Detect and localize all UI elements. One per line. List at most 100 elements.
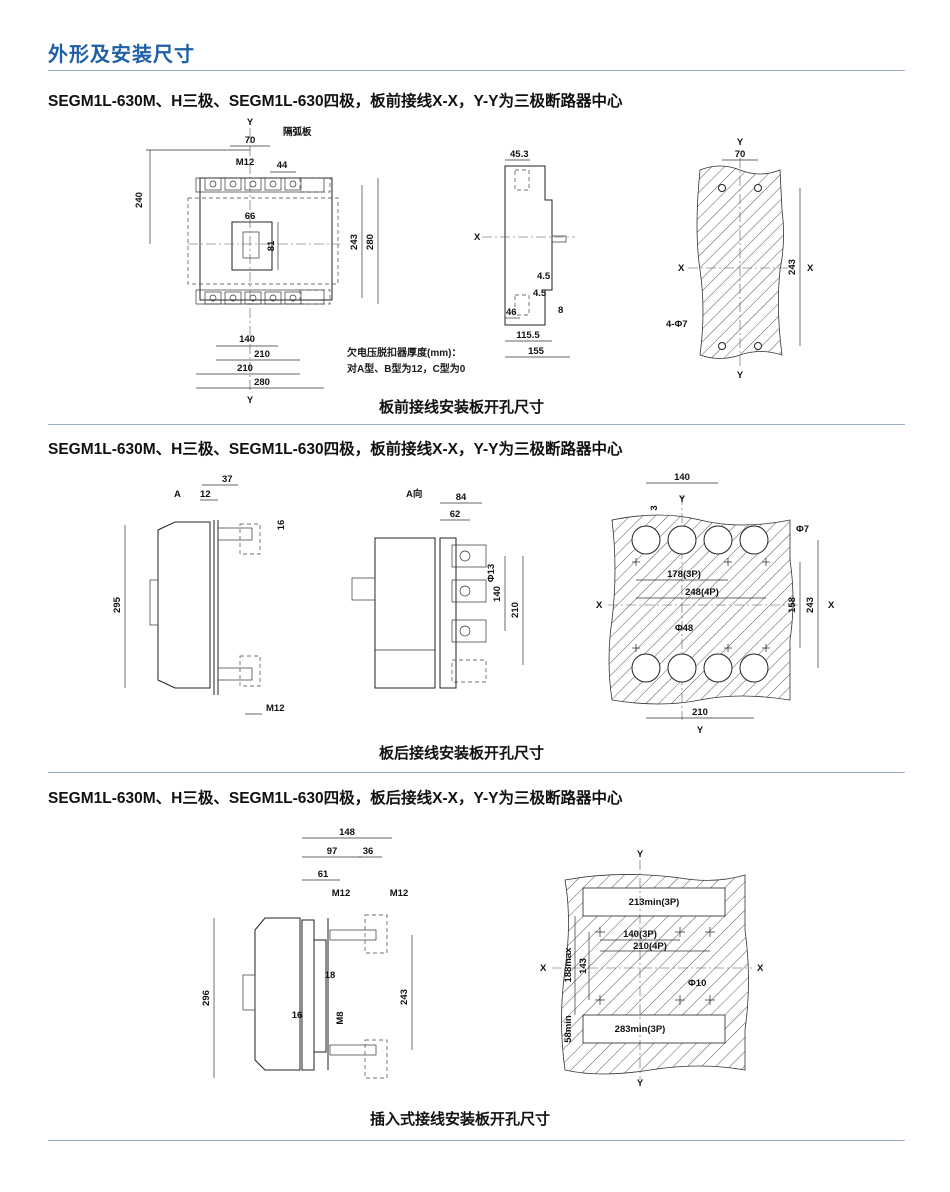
panel-y-top: Y [737,137,744,148]
panel-x-left: X [678,263,685,274]
dim-140: 140 [239,334,255,345]
dim-243: 243 [349,234,360,250]
plug-m12b: M12 [390,888,408,899]
plug-16: 16 [292,1010,303,1021]
rear-16: 16 [276,520,287,531]
plug-m8: M8 [335,1011,346,1024]
cut-phi48: Φ48 [675,623,693,634]
section-2-caption: 板后接线安装板开孔尺寸 [379,745,545,762]
rear-m12: M12 [266,703,284,714]
section-1-caption: 板前接线安装板开孔尺寸 [379,399,545,416]
dim-115-5: 115.5 [516,330,540,341]
dim-4-5b: 4.5 [533,288,547,299]
rear-295: 295 [112,596,123,613]
plug-243: 243 [399,989,410,1005]
plug-18: 18 [325,970,336,981]
plug-148: 148 [339,827,355,838]
dim-8: 8 [558,305,563,316]
cut-178: 178(3P) [667,569,701,580]
dim-4-5a: 4.5 [537,271,551,282]
plug-m12a: M12 [332,888,350,899]
dim-210b: 210 [237,363,253,374]
panel-y-bottom: Y [737,370,744,381]
plug-58: 58min [563,1015,574,1043]
rear-a: A [174,489,181,500]
cut-x-left: X [596,600,603,611]
plug-y-bottom: Y [637,1078,644,1089]
note-line-2: 对A型、B型为12，C型为0 [347,364,466,375]
front-wiring-side-view: X 45.3 4.5 4.5 46 8 115.5 155 [474,149,575,358]
panel-243: 243 [787,259,798,275]
plugin-panel-cutout: Y 213min(3P) 140(3P) 210(4P) X X 188max … [540,849,764,1089]
a-84: 84 [456,492,467,503]
note-line-1: 欠电压脱扣器厚度(mm)： [347,348,462,359]
dim-y-bottom: Y [247,395,254,406]
cut-x-right: X [828,600,835,611]
plug-283: 283min(3P) [615,1024,666,1035]
cut-210: 210 [692,707,708,718]
plug-y-top: Y [637,849,644,860]
plug-97: 97 [327,846,338,857]
plug-36: 36 [363,846,374,857]
dim-155: 155 [528,346,545,357]
panel-x-right: X [807,263,814,274]
dim-280b: 280 [254,377,270,388]
undervoltage-note: 欠电压脱扣器厚度(mm)： 对A型、B型为12，C型为0 [347,346,465,378]
plug-phi10: Φ10 [688,978,706,989]
dim-81: 81 [266,240,277,251]
front-wiring-panel-cutout: Y 70 243 X X 4-Φ7 Y [666,137,814,381]
section-2-heading: SEGM1L-630M、H三极、SEGM1L-630四极，板前接线X-X，Y-Y… [48,441,623,458]
dim-280: 280 [365,234,376,250]
cut-y-bottom: Y [697,725,704,736]
dim-44: 44 [277,160,288,171]
rear-12: 12 [200,489,211,500]
rear-wiring-side-view: 295 A 37 12 16 M12 [112,474,287,715]
dim-66: 66 [245,211,256,222]
cut-phi7: Φ7 [796,524,809,535]
plug-188: 188max [563,947,574,983]
a-phi13: Φ13 [486,564,497,582]
plug-213: 213min(3P) [629,897,680,908]
dim-45-3: 45.3 [510,149,529,160]
label-arc-plate: 隔弧板 [283,126,312,138]
dim-240: 240 [134,192,145,208]
plug-140: 140(3P) [623,929,657,940]
title-divider [48,70,905,71]
rear-37: 37 [222,474,233,485]
cut-158: 158 [787,597,798,613]
front-wiring-front-view: 240 Y 70 M12 44 隔弧板 66 81 243 280 140 21… [134,117,379,406]
panel-holes: 4-Φ7 [666,319,688,330]
section-2-divider [48,772,905,773]
rear-wiring-panel-cutout: 140 3 Y Φ7 178(3P) 248(4P) 158 243 X X Φ… [596,472,835,736]
cut-y-top: Y [679,494,686,505]
section-1-heading: SEGM1L-630M、H三极、SEGM1L-630四极，板前接线X-X，Y-Y… [48,93,623,110]
plug-61: 61 [318,869,329,880]
plug-143: 143 [578,958,589,974]
dim-70: 70 [245,135,256,146]
plugin-side-view: 296 148 97 36 61 M12 M12 18 243 16 M8 [201,827,413,1079]
plug-296: 296 [201,990,212,1006]
dim-m12: M12 [236,157,254,168]
section-3-divider [48,1140,905,1141]
section-1-divider [48,424,905,425]
a-62: 62 [450,509,461,520]
plug-x-right: X [757,963,764,974]
a-view-label: A向 [406,488,422,500]
plug-210: 210(4P) [633,941,667,952]
cut-140: 140 [674,472,690,483]
dim-y-top: Y [247,117,254,128]
plug-x-left: X [540,963,547,974]
cut-248: 248(4P) [685,587,719,598]
section-3-caption: 插入式接线安装板开孔尺寸 [370,1111,551,1128]
rear-wiring-a-view: A向 84 62 Φ13 140 210 [351,488,524,689]
page-title: 外形及安装尺寸 [48,44,195,66]
section-3-heading: SEGM1L-630M、H三极、SEGM1L-630四极，板后接线X-X，Y-Y… [48,790,623,807]
cut-243: 243 [805,597,816,613]
side-x: X [474,232,481,243]
a-210: 210 [510,602,521,618]
cut-3: 3 [649,505,660,510]
dim-46: 46 [506,307,517,318]
a-140: 140 [492,586,503,602]
dim-210a: 210 [254,349,270,360]
panel-70: 70 [735,149,746,160]
